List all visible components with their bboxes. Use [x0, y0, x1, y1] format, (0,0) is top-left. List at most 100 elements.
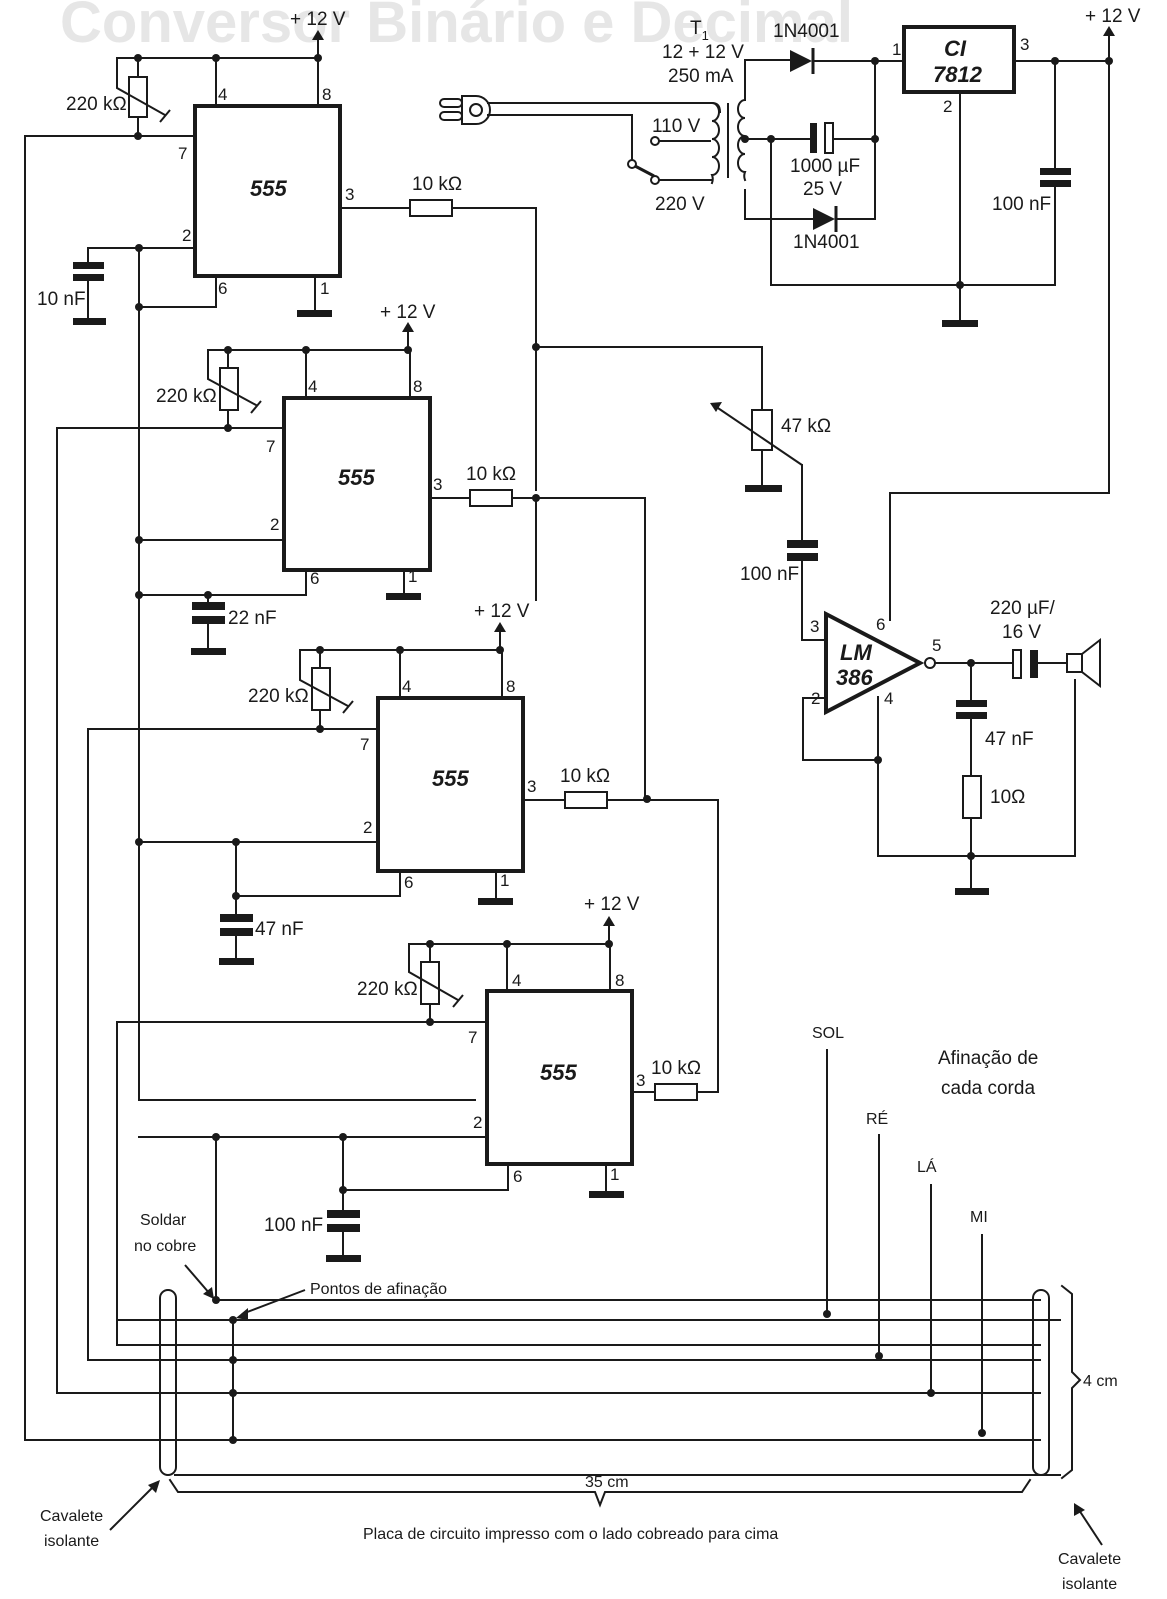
ground-icon — [297, 310, 332, 317]
tuning-point — [229, 1436, 237, 1444]
regulator-pin-3: 3 — [1020, 35, 1029, 54]
solder-point — [212, 1296, 220, 1304]
note-sol: SOL — [812, 1025, 844, 1042]
amp-pin-6: 6 — [876, 615, 885, 634]
pin-8: 8 — [506, 677, 515, 696]
potentiometer-1-icon — [116, 57, 171, 137]
pin-6: 6 — [404, 873, 413, 892]
pin-6: 6 — [310, 569, 319, 588]
tuning-point — [229, 1356, 237, 1364]
right-bridge — [1032, 1289, 1050, 1476]
oscillator-3: 555 + 12 V 220 kΩ 7 4 8 2 6 47 nF 1 — [87, 601, 1041, 1361]
timing-capacitor-1-icon — [73, 262, 104, 269]
supply-arrow-icon — [312, 30, 324, 40]
transformer-icon — [710, 98, 747, 185]
timing-cap-1-label: 10 nF — [37, 289, 86, 310]
supply-label-2: + 12 V — [380, 302, 436, 323]
note-re: RÉ — [866, 1109, 888, 1128]
oscillator-2: 555 + 12 V 220 kΩ 7 4 8 2 6 22 nF 1 — [56, 302, 1041, 1394]
regulator-output-capacitor-icon — [1040, 168, 1071, 175]
coupling-capacitor-icon — [787, 540, 818, 548]
pin-2: 2 — [473, 1113, 482, 1132]
regulator-output-cap-label: 100 nF — [992, 194, 1051, 215]
ic-555-3-label: 555 — [432, 766, 469, 791]
regulator-pin-2: 2 — [943, 97, 952, 116]
volume-pot-label: 47 kΩ — [781, 416, 831, 437]
arrow-icon — [148, 1480, 160, 1493]
pot-4-label: 220 kΩ — [357, 979, 418, 1000]
mains-plug-icon — [439, 95, 491, 125]
transformer-current: 250 mA — [668, 66, 734, 87]
ic-555-2-label: 555 — [338, 465, 375, 490]
output-resistor-3-icon — [564, 791, 608, 809]
ground-icon — [955, 888, 989, 895]
pin-3: 3 — [527, 777, 536, 796]
pin-4: 4 — [218, 85, 227, 104]
pin-1: 1 — [408, 567, 417, 586]
amplifier: 47 kΩ 100 nF LM 386 3 6 2 4 5 220 µF/ 16… — [710, 402, 1101, 895]
arrow-icon — [1074, 1503, 1085, 1516]
pin-7: 7 — [178, 144, 187, 163]
left-bridge-label-2: isolante — [44, 1533, 99, 1550]
diode-bottom-label: 1N4001 — [793, 232, 860, 253]
length-dimension — [168, 1478, 1032, 1508]
mains-220-label: 220 V — [655, 194, 705, 215]
pin-7: 7 — [266, 437, 275, 456]
pot-3-label: 220 kΩ — [248, 686, 309, 707]
left-bridge — [159, 1289, 177, 1476]
supply-arrow-icon — [603, 916, 615, 926]
right-bridge-label-2: isolante — [1062, 1576, 1117, 1593]
transformer-name: T1 — [690, 18, 709, 43]
regulator-pin-1: 1 — [892, 40, 901, 59]
ground-icon — [326, 1255, 361, 1262]
potentiometer-2-icon — [207, 349, 262, 429]
width-dimension — [1060, 1284, 1082, 1480]
board-caption: Placa de circuito impresso com o lado co… — [363, 1526, 778, 1543]
diode-top-label: 1N4001 — [773, 21, 840, 42]
coupling-cap-label: 100 nF — [740, 564, 799, 585]
note-la: LÁ — [917, 1157, 937, 1176]
tuning-point — [229, 1389, 237, 1397]
zobel-resistor-icon — [962, 775, 982, 819]
power-supply: 110 V 220 V T1 12 + 12 V 250 mA 1N4001 1… — [439, 6, 1141, 621]
regulator-label-1: CI — [944, 36, 967, 61]
output-resistor-2-icon — [469, 489, 513, 507]
note-mi: MI — [970, 1209, 988, 1226]
pin-3: 3 — [433, 475, 442, 494]
solder-note-1: Soldar — [140, 1212, 187, 1229]
output-resistor-1-icon — [409, 199, 453, 217]
string-board: Afinação de cada corda SOL RÉ LÁ MI 35 c… — [40, 1025, 1121, 1593]
length-label: 35 cm — [585, 1474, 629, 1491]
pin-6: 6 — [218, 279, 227, 298]
right-bridge-label-1: Cavalete — [1058, 1551, 1121, 1568]
ground-icon — [386, 593, 421, 600]
pin-4: 4 — [308, 377, 317, 396]
zobel-capacitor-icon — [956, 700, 987, 707]
ground-icon — [589, 1191, 624, 1198]
strings-title-2: cada corda — [941, 1078, 1035, 1099]
volume-potentiometer-icon — [710, 402, 803, 528]
amp-pin-4: 4 — [884, 689, 893, 708]
output-cap-voltage: 16 V — [1002, 622, 1041, 643]
pin-8: 8 — [322, 85, 331, 104]
supply-label-3: + 12 V — [474, 601, 530, 622]
pin-7: 7 — [360, 735, 369, 754]
supply-arrow-icon — [402, 322, 414, 332]
amp-pin-5: 5 — [932, 636, 941, 655]
output-cap-label: 220 µF/ — [990, 598, 1056, 619]
supply-arrow-icon — [1103, 26, 1115, 36]
pin-1: 1 — [610, 1165, 619, 1184]
timing-cap-2-label: 22 nF — [228, 608, 277, 629]
regulator-label-2: 7812 — [933, 62, 983, 87]
oscillator-1: 555 + 12 V 220 kΩ 7 4 8 2 10 nF 6 1 — [24, 9, 1041, 1441]
out-res-3-label: 10 kΩ — [560, 766, 610, 787]
pin-2: 2 — [363, 818, 372, 837]
pin-6: 6 — [513, 1167, 522, 1186]
amp-pin-3: 3 — [810, 617, 819, 636]
arrow-icon — [236, 1308, 248, 1320]
zobel-cap-label: 47 nF — [985, 729, 1034, 750]
pin-7: 7 — [468, 1028, 477, 1047]
solder-note-2: no cobre — [134, 1238, 196, 1255]
timing-cap-3-label: 47 nF — [255, 919, 304, 940]
timing-capacitor-3-icon — [220, 914, 253, 922]
